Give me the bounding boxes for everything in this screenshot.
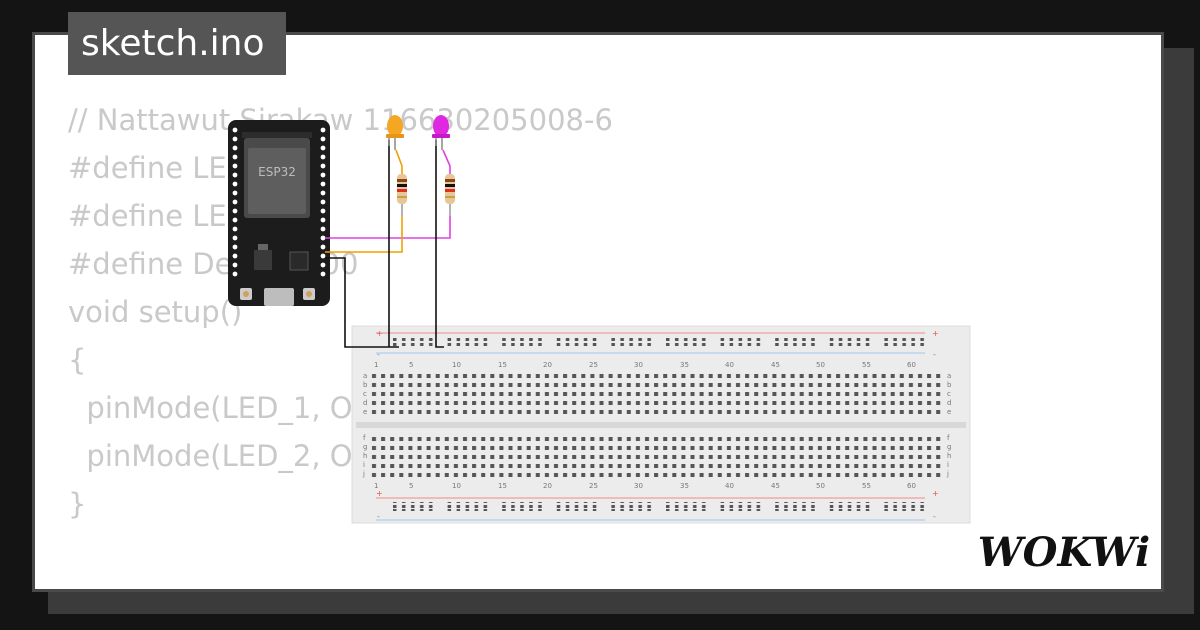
row-letter: a [363, 372, 367, 380]
code-line: void setup() [68, 295, 243, 329]
breadboard-holes [370, 337, 942, 511]
column-number: 5 [409, 361, 413, 369]
column-numbers-top: 1 5 10 15 20 25 30 35 40 45 50 55 60 [374, 361, 916, 369]
resistor-1[interactable] [397, 174, 407, 216]
column-number: 15 [498, 361, 507, 369]
wire-orange [325, 216, 403, 253]
esp32-board[interactable]: ESP32 [228, 120, 330, 306]
row-letter: d [363, 399, 367, 407]
row-letter: g [947, 443, 951, 451]
esp32-shield [248, 148, 306, 214]
row-letter: j [946, 470, 949, 478]
file-tab-title: sketch.ino [81, 23, 265, 64]
esp32-antenna [242, 132, 312, 138]
resistor-2[interactable] [445, 174, 455, 216]
wire-black [325, 257, 399, 348]
wire-black [435, 140, 444, 348]
row-letter: c [947, 390, 951, 398]
rail-minus-label: - [377, 350, 380, 359]
column-number: 15 [498, 482, 507, 490]
row-letter: e [947, 408, 951, 416]
row-letter: g [363, 443, 367, 451]
column-number: 40 [725, 361, 734, 369]
row-letter: f [363, 434, 366, 442]
column-number: 45 [771, 361, 780, 369]
column-number: 5 [409, 482, 413, 490]
esp32-label: ESP32 [258, 165, 296, 179]
wire-magenta [325, 216, 451, 239]
wires [325, 140, 451, 348]
column-number: 50 [816, 361, 825, 369]
column-number: 10 [452, 482, 461, 490]
rail-plus-label: + [376, 489, 383, 498]
code-line: { [68, 343, 87, 377]
column-number: 30 [634, 482, 643, 490]
column-number: 25 [589, 482, 598, 490]
breadboard-center-channel [356, 422, 966, 428]
column-number: 50 [816, 482, 825, 490]
row-letter: h [947, 452, 951, 460]
column-number: 40 [725, 482, 734, 490]
voltage-regulator-tab [258, 244, 268, 250]
column-number: 25 [589, 361, 598, 369]
column-number: 35 [680, 482, 689, 490]
rail-plus-label: + [932, 329, 939, 338]
column-number: 60 [907, 361, 916, 369]
row-letters: a b c d e a b c d e f g h i j f g h i j [362, 372, 952, 478]
column-number: 30 [634, 361, 643, 369]
esp32-pin-headers [232, 127, 326, 277]
column-number: 1 [374, 361, 378, 369]
usb-port [264, 288, 294, 306]
led-orange[interactable] [386, 115, 404, 176]
rail-plus-label: + [376, 329, 383, 338]
column-numbers-bottom: 1 5 10 15 20 25 30 35 40 45 50 55 60 [374, 482, 916, 490]
code-line: // Nattawut Sirakaw 116630205008-6 [68, 103, 613, 137]
row-letter: h [363, 452, 367, 460]
row-letter: b [363, 381, 368, 389]
row-letter: c [363, 390, 367, 398]
row-letter: f [947, 434, 950, 442]
column-number: 1 [374, 482, 378, 490]
row-letter: j [362, 470, 365, 478]
row-letter: e [363, 408, 367, 416]
row-letter: b [947, 381, 952, 389]
row-letter: a [947, 372, 951, 380]
code-line: } [68, 487, 87, 521]
wokwi-logo-text: WOKWi [978, 529, 1151, 576]
file-tab[interactable]: sketch.ino [68, 12, 286, 75]
wokwi-logo: WOKWi [978, 529, 1151, 576]
rail-minus-label: - [933, 512, 936, 521]
rail-minus-label: - [377, 512, 380, 521]
breadboard[interactable]: + + + + - - - - 1 5 10 15 20 25 30 35 40 [351, 325, 971, 524]
column-number: 55 [862, 361, 871, 369]
column-number: 20 [543, 361, 552, 369]
row-letter: i [947, 461, 949, 469]
column-number: 55 [862, 482, 871, 490]
usb-uart-chip [289, 251, 309, 271]
voltage-regulator [254, 250, 272, 270]
row-letter: i [363, 461, 365, 469]
row-letter: d [947, 399, 951, 407]
rail-plus-label: + [932, 489, 939, 498]
column-number: 10 [452, 361, 461, 369]
column-number: 45 [771, 482, 780, 490]
rail-minus-label: - [933, 350, 936, 359]
column-number: 35 [680, 361, 689, 369]
led-magenta[interactable] [432, 115, 451, 176]
column-number: 20 [543, 482, 552, 490]
column-number: 60 [907, 482, 916, 490]
